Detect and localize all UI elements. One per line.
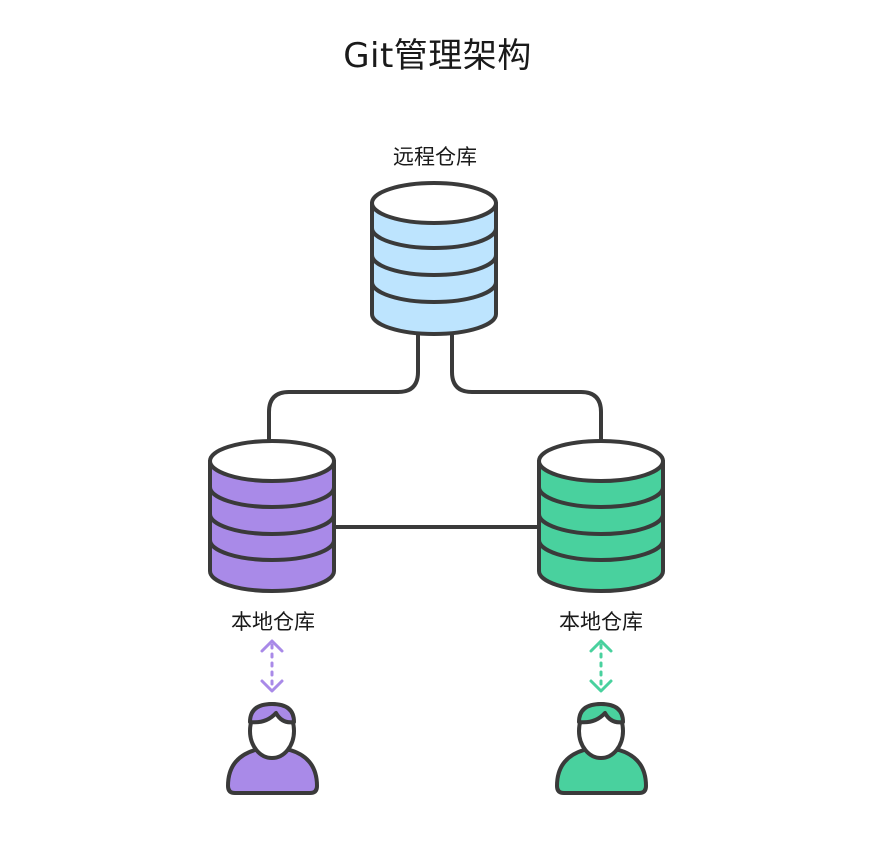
diagram-title: Git管理架构 — [343, 36, 532, 76]
connector-remote-to-left — [267, 333, 420, 442]
local-repository-left-database-icon — [208, 439, 336, 593]
connector-remote-to-right — [450, 333, 603, 442]
left-user-icon — [226, 702, 319, 795]
local-repository-right-label: 本地仓库 — [559, 610, 643, 634]
local-repository-left-label: 本地仓库 — [231, 610, 315, 634]
remote-repository-label: 远程仓库 — [393, 145, 477, 169]
local-repository-right-database-icon — [537, 439, 665, 593]
left-double-arrow-icon — [260, 639, 284, 693]
connector-lines — [267, 333, 603, 529]
right-user-icon — [555, 702, 648, 795]
right-double-arrow-icon — [589, 639, 613, 693]
remote-repository-database-icon — [370, 181, 498, 336]
